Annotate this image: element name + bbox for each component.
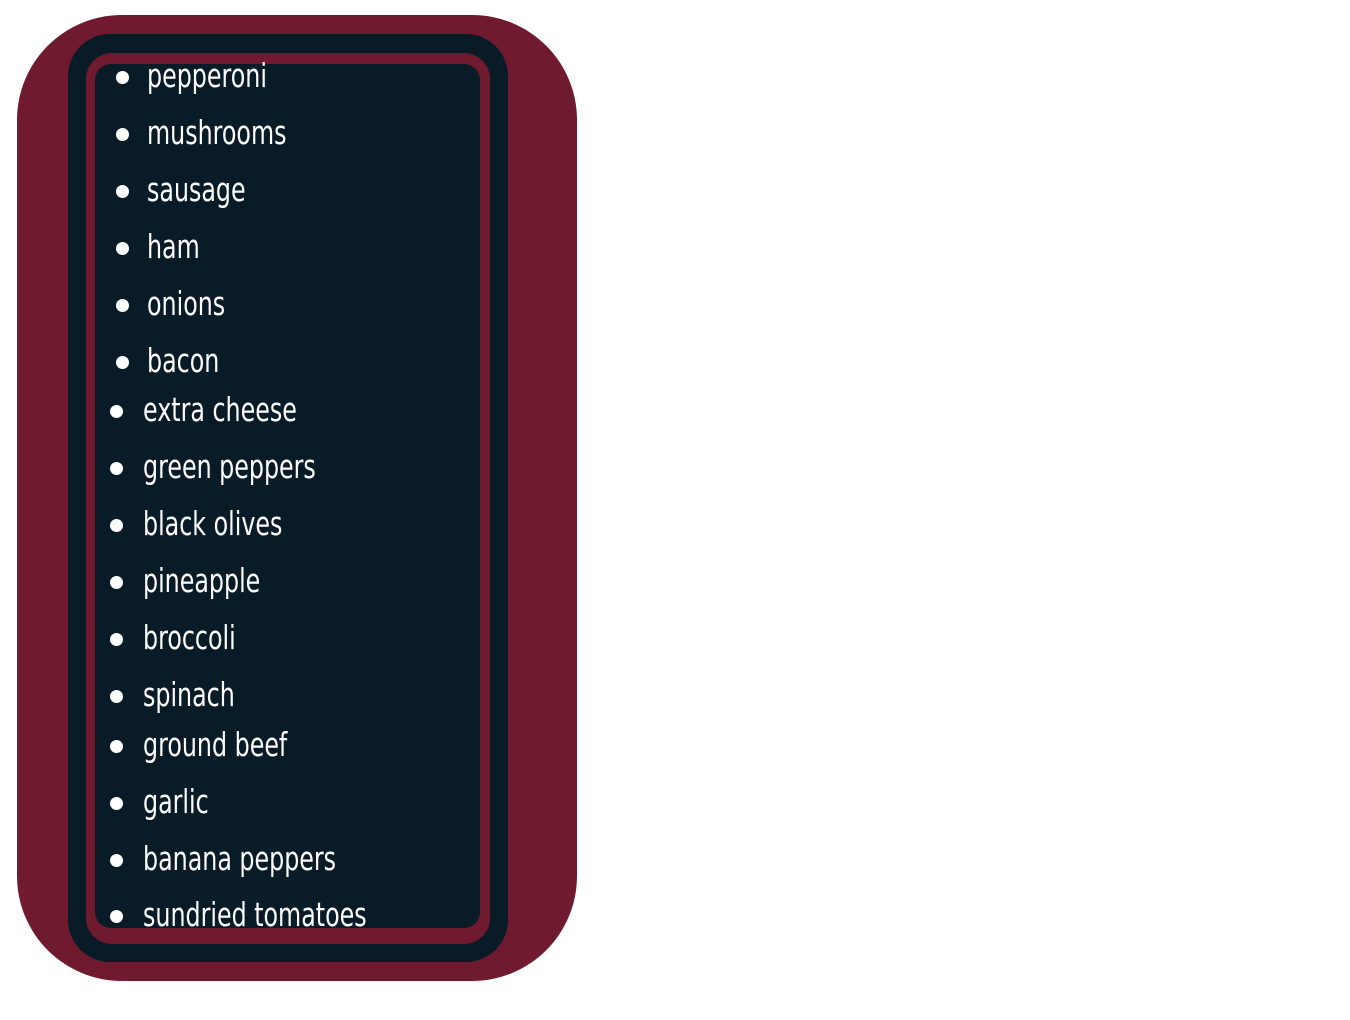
list-bullet — [116, 71, 129, 84]
list-bullet — [116, 356, 129, 369]
list-bullet — [116, 185, 129, 198]
list-bullet — [110, 690, 123, 703]
list-item: pepperoni — [147, 56, 267, 95]
list-item: garlic — [143, 782, 209, 821]
list-bullet — [110, 633, 123, 646]
list-item: banana peppers — [143, 839, 337, 878]
list-bullet — [116, 242, 129, 255]
list-item: sundried tomatoes — [143, 895, 367, 934]
list-item: green peppers — [143, 447, 316, 486]
list-bullet — [110, 740, 123, 753]
list-bullet — [110, 462, 123, 475]
list-item: ground beef — [143, 725, 288, 764]
list-item: onions — [147, 284, 226, 323]
list-item: sausage — [147, 170, 246, 209]
list-item: black olives — [143, 504, 283, 543]
list-bullet — [110, 854, 123, 867]
toppings-panel — [95, 64, 480, 928]
list-bullet — [110, 405, 123, 418]
list-item: bacon — [147, 341, 220, 380]
list-bullet — [116, 128, 129, 141]
list-item: ham — [147, 227, 200, 266]
list-item: broccoli — [143, 618, 236, 657]
list-item: mushrooms — [147, 113, 287, 152]
list-bullet — [110, 910, 123, 923]
list-bullet — [110, 797, 123, 810]
list-bullet — [116, 299, 129, 312]
list-item: extra cheese — [143, 390, 297, 429]
list-item: pineapple — [143, 561, 261, 600]
list-bullet — [110, 576, 123, 589]
list-bullet — [110, 519, 123, 532]
list-item: spinach — [143, 675, 235, 714]
